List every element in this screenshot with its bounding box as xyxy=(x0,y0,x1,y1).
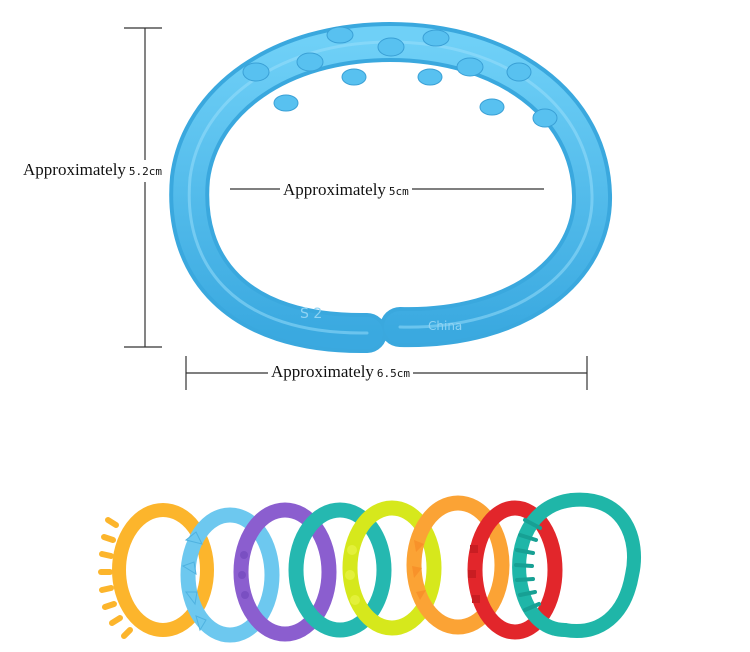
height-dimension-line xyxy=(124,27,162,348)
inner-label-value: 5cm xyxy=(388,185,409,198)
ring-teal xyxy=(288,502,392,638)
ring-set-image xyxy=(98,492,642,643)
ring-purple xyxy=(233,502,337,642)
ring-embossing-right: China xyxy=(428,319,462,333)
height-label-word: Approximately xyxy=(23,160,126,179)
ring-orange xyxy=(98,503,214,639)
width-label-word: Approximately xyxy=(271,362,374,381)
ring-red xyxy=(467,500,563,640)
ring-light-blue xyxy=(180,507,280,643)
ring-yellow-green xyxy=(342,500,442,636)
height-label-value: 5.2cm xyxy=(128,165,163,178)
main-ring-image: S 2 China xyxy=(169,21,612,354)
ring-teal-ribbed xyxy=(512,492,642,638)
ring-orange-2 xyxy=(406,495,510,635)
inner-label-word: Approximately xyxy=(283,180,386,199)
ring-embossing-left: S 2 xyxy=(300,306,322,322)
width-label-value: 6.5cm xyxy=(376,367,411,380)
